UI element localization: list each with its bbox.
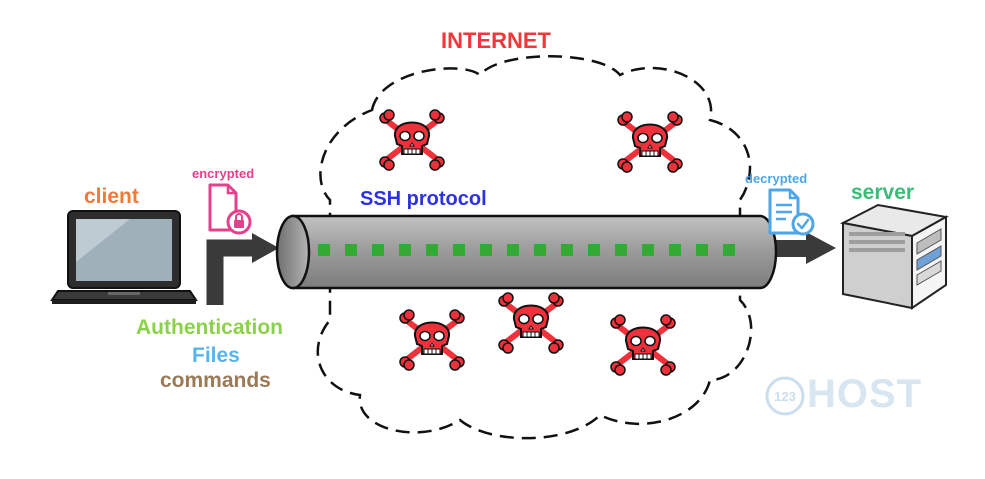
internet-label: INTERNET (441, 28, 551, 53)
skull-crossbones-icon (400, 310, 464, 370)
server-arrowhead (806, 232, 836, 264)
skull-crossbones-icon (499, 293, 563, 353)
authentication-label: Authentication (136, 316, 283, 339)
server-label: server (851, 181, 915, 204)
encrypted-label: encrypted (192, 166, 255, 181)
tube-dashes (318, 244, 735, 256)
host-watermark: HOST (765, 372, 922, 417)
decrypted-label: decrypted (745, 171, 808, 186)
internet-cloud (316, 55, 753, 440)
verified-file-icon (768, 188, 815, 236)
client-arrowhead (252, 233, 279, 263)
watermark-text: HOST (807, 372, 923, 416)
watermark-badge: 123 (765, 376, 805, 416)
ssh-protocol-label: SSH protocol (360, 188, 487, 210)
laptop-icon (50, 210, 198, 304)
client-arrow (206, 239, 255, 305)
server-tower-icon (839, 203, 949, 310)
commands-label: commands (160, 369, 271, 392)
skull-crossbones-icon (611, 315, 675, 375)
locked-file-icon (208, 183, 252, 235)
skull-crossbones-icon (618, 112, 682, 172)
client-label: client (84, 185, 139, 208)
watermark-badge-text: 123 (774, 389, 796, 404)
files-label: Files (192, 344, 240, 367)
skull-crossbones-icon (380, 110, 444, 170)
ssh-tube (275, 214, 778, 290)
